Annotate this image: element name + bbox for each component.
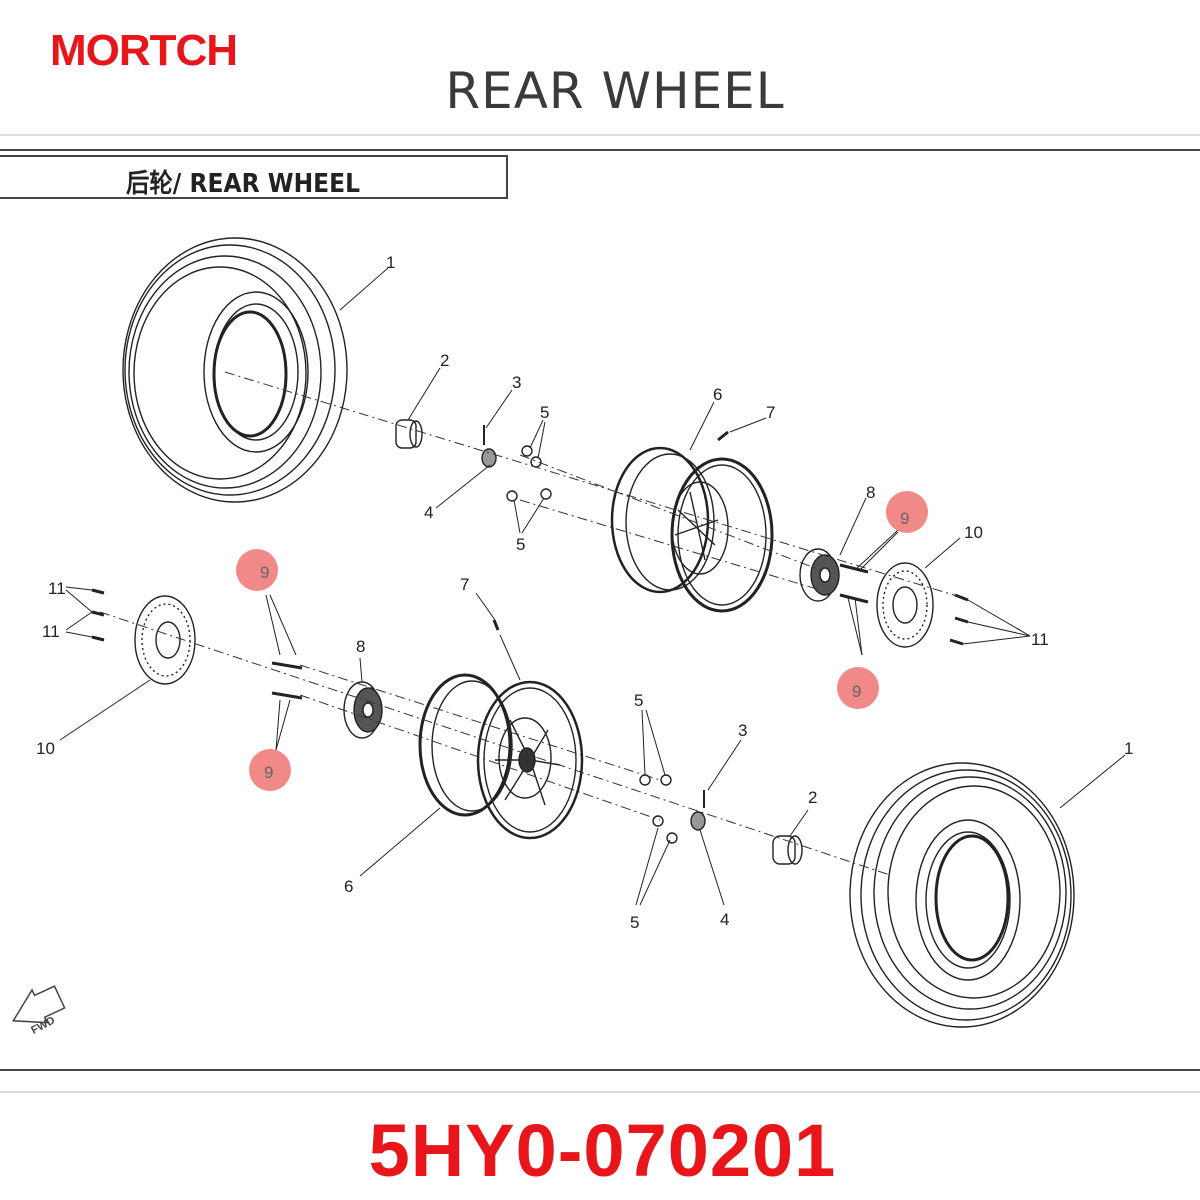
callout-11-bottom-b: 11 bbox=[42, 622, 60, 641]
disc-bolts-bottom bbox=[91, 588, 105, 642]
callout-9-top-a: 9 bbox=[900, 509, 909, 528]
callout-4-top: 4 bbox=[424, 503, 433, 522]
rim-bottom bbox=[418, 673, 584, 840]
tire-top-left bbox=[122, 237, 348, 503]
callout-5-bottom-a: 5 bbox=[634, 691, 643, 710]
hub-bottom bbox=[343, 681, 383, 739]
lug-nuts-top bbox=[506, 445, 552, 502]
callout-9-top-b: 9 bbox=[852, 682, 861, 701]
highlight-markers bbox=[236, 491, 928, 791]
callout-3-bottom: 3 bbox=[738, 721, 747, 740]
diagram-title: 后轮/ REAR WHEEL bbox=[126, 169, 361, 199]
callout-2-bottom: 2 bbox=[808, 788, 817, 807]
callout-7-bottom: 7 bbox=[460, 575, 469, 594]
callout-2-top: 2 bbox=[440, 351, 449, 370]
diagram-title-box: 后轮/ REAR WHEEL bbox=[0, 155, 508, 199]
callout-9-bottom-a: 9 bbox=[260, 563, 269, 582]
callout-7-top: 7 bbox=[766, 403, 775, 422]
callout-10-bottom: 10 bbox=[36, 739, 55, 758]
fwd-label: FWD bbox=[29, 1014, 57, 1036]
callout-1-bottom: 1 bbox=[1124, 739, 1133, 758]
callout-10-top: 10 bbox=[964, 523, 983, 542]
callout-8-bottom: 8 bbox=[356, 637, 365, 656]
tire-bottom-right bbox=[849, 762, 1075, 1028]
fwd-arrow-icon bbox=[11, 985, 66, 1024]
highlight-circle bbox=[236, 549, 278, 591]
callout-11-top: 11 bbox=[1031, 630, 1049, 649]
lug-nuts-bottom bbox=[639, 774, 678, 844]
axle-nut-top bbox=[481, 425, 497, 468]
callout-8-top: 8 bbox=[866, 483, 875, 502]
axis-centerlines bbox=[99, 371, 971, 876]
highlight-circle bbox=[837, 667, 879, 709]
callout-6-top: 6 bbox=[713, 385, 722, 404]
callout-5-bottom-b: 5 bbox=[630, 913, 639, 932]
brake-disc-top bbox=[876, 562, 934, 648]
hub-cap-top bbox=[395, 419, 423, 449]
wheel-studs-top bbox=[839, 563, 869, 604]
callout-5-top-a: 5 bbox=[540, 403, 549, 422]
brand-logo: MORTCH bbox=[50, 26, 238, 75]
brake-disc-bottom bbox=[134, 595, 196, 685]
hub-cap-bottom bbox=[772, 835, 803, 865]
callout-1-top: 1 bbox=[386, 253, 395, 272]
callout-6-bottom: 6 bbox=[344, 877, 353, 896]
callout-3-top: 3 bbox=[512, 373, 521, 392]
callout-9-bottom-b: 9 bbox=[264, 763, 273, 782]
page-title: REAR WHEEL bbox=[445, 62, 785, 120]
part-number: 5HY0-070201 bbox=[368, 1109, 837, 1192]
valve-stem-top bbox=[717, 430, 729, 442]
callout-11-bottom-a: 11 bbox=[48, 579, 66, 598]
leader-lines bbox=[59, 267, 1126, 906]
wheel-studs-bottom bbox=[271, 661, 303, 700]
disc-bolts-top bbox=[949, 593, 969, 646]
callout-4-bottom: 4 bbox=[720, 910, 729, 929]
highlight-circle bbox=[249, 749, 291, 791]
rim-top bbox=[610, 446, 774, 613]
axle-nut-bottom bbox=[690, 790, 706, 831]
valve-stem-bottom bbox=[492, 619, 500, 631]
hub-top bbox=[799, 548, 840, 602]
callout-5-top-b: 5 bbox=[516, 535, 525, 554]
highlight-circle bbox=[886, 491, 928, 533]
